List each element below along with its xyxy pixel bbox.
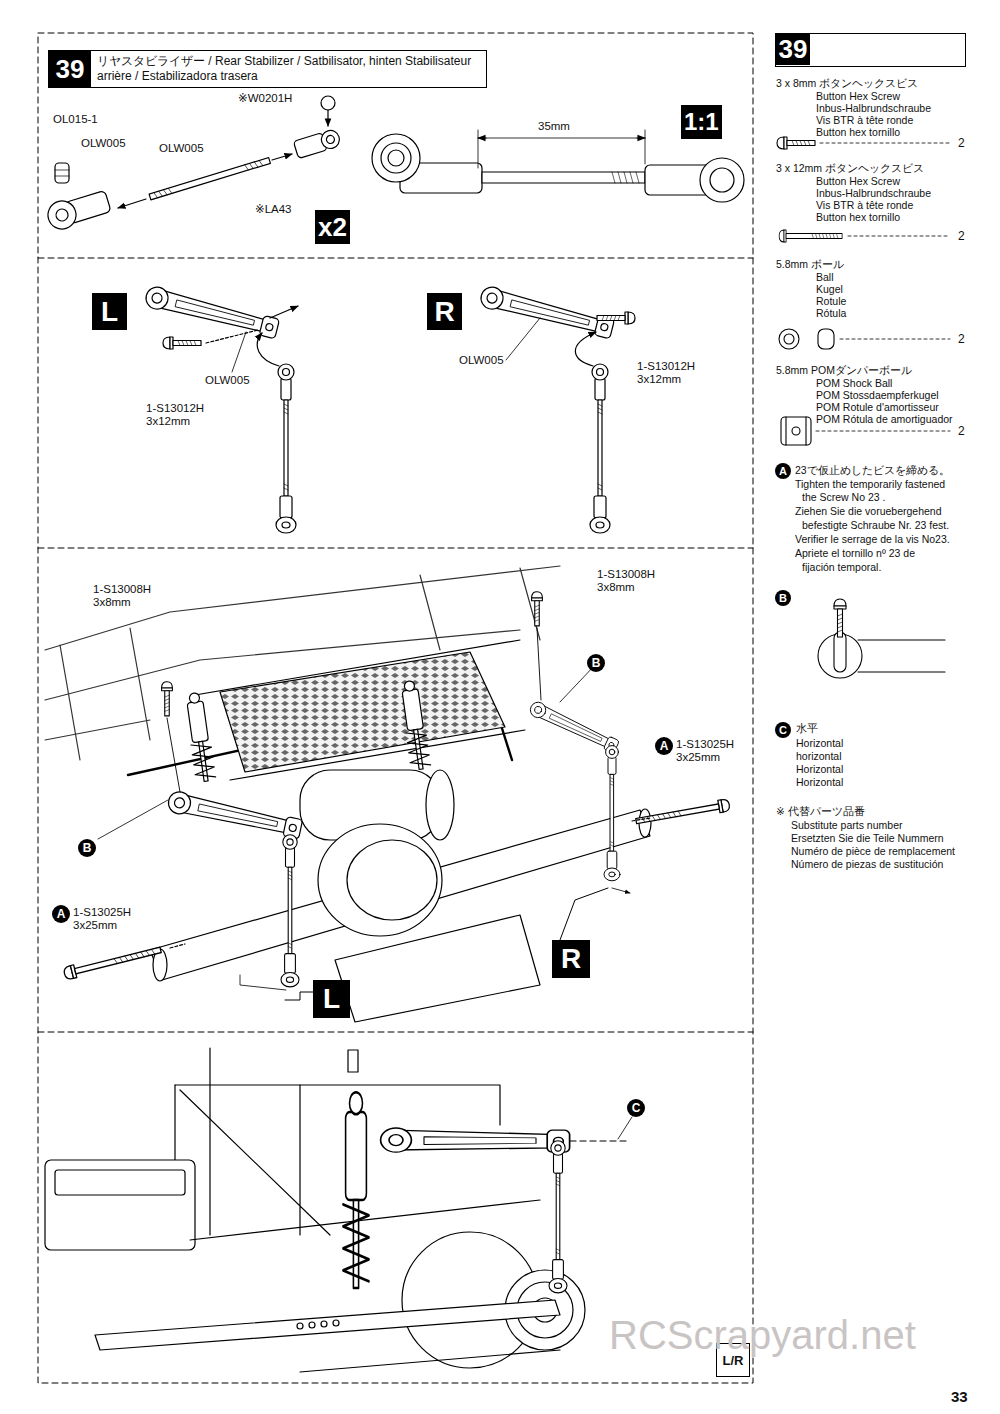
note: Ersetzten Sie die Teile Nummern — [790, 832, 945, 844]
right-col: 3 x 8mm ボタンヘックスビス — [775, 77, 919, 89]
right-col: POM Shock Ball — [815, 377, 893, 389]
callout-letter: C — [775, 722, 791, 738]
right-col: POM Rótula de amortiguador — [815, 413, 954, 425]
right-col: Button hex tornillo — [815, 211, 901, 223]
screw-code: 1-S13008H 3x8mm — [596, 568, 670, 594]
node-text: 39 — [776, 34, 810, 65]
right-col: 5.8mm POMダンパーボール — [775, 364, 913, 376]
note: Substitute parts number — [790, 819, 903, 831]
note: ※ 代替パーツ品番 — [775, 805, 866, 817]
right-col: 3 x 12mm ボタンヘックスビス — [775, 162, 925, 174]
node-text: A — [779, 465, 787, 477]
right-col: Inbus-Halbrundschraube — [815, 102, 932, 114]
right-col: Inbus-Halbrundschraube — [815, 187, 932, 199]
part-number: OL015-1 — [52, 113, 99, 126]
callout-letter: A — [775, 463, 791, 479]
note: Número de piezas de sustitución — [790, 858, 944, 870]
node-text: A — [660, 739, 669, 753]
node-text: C — [779, 724, 787, 736]
node-text: B — [83, 841, 92, 855]
note: 23で仮止めしたビスを締める。 — [794, 464, 951, 476]
side-badge: L — [313, 980, 350, 1018]
node-subtext: リヤスタビライザー / Rear Stabilizer / Satbilisat… — [91, 51, 483, 87]
note: Verifier le serrage de la vis No23. — [794, 533, 951, 545]
note: Tighten the temporarily fastened — [794, 478, 946, 490]
note: fijación temporal. — [801, 561, 882, 573]
screw-code: 1-S13012H 3x12mm — [636, 360, 710, 386]
note: Numéro de pièce de remplacement — [790, 845, 956, 857]
page-number: 33 — [950, 1388, 969, 1405]
note: 水平 — [795, 722, 819, 734]
right-col: Button Hex Screw — [815, 90, 901, 102]
part-number: ※LA43 — [254, 203, 293, 216]
right-col: Rotule — [815, 295, 847, 307]
screw-code: 1-S13008H 3x8mm — [92, 583, 166, 609]
node-text: x2 — [318, 212, 347, 243]
callout-letter: B — [78, 839, 96, 857]
quantity: 2 — [957, 332, 966, 346]
node-text: 39 — [49, 51, 91, 87]
note: Ziehen Sie die voruebergehend — [794, 505, 943, 517]
callout-letter: A — [655, 737, 673, 755]
quantity: 2 — [957, 229, 966, 243]
dimension: 35mm — [537, 120, 571, 133]
node-text: B — [779, 592, 787, 604]
watermark: RCScrapyard.net — [608, 1312, 917, 1358]
node-text: 1:1 — [684, 108, 719, 136]
quantity-badge: x2 — [315, 210, 350, 244]
step-title: 39リヤスタビライザー / Rear Stabilizer / Satbilis… — [48, 50, 487, 88]
note: Apriete el tornillo nº 23 de — [794, 547, 916, 559]
node-text: R — [434, 296, 454, 328]
note: Horizontal — [795, 737, 844, 749]
node-text: L — [323, 983, 340, 1015]
screw-code: 1-S13025H 3x25mm — [72, 906, 146, 932]
right-col: Kugel — [815, 283, 844, 295]
node-text: R — [561, 943, 581, 975]
node-text: L — [101, 296, 118, 328]
callout-letter: B — [587, 654, 605, 672]
side-badge: R — [552, 940, 590, 978]
node-text: A — [57, 907, 66, 921]
part-number: OLW005 — [158, 142, 205, 155]
note: Horizontal — [795, 763, 844, 775]
callout-letter: B — [775, 590, 791, 606]
quantity: 2 — [957, 136, 966, 150]
right-col: Ball — [815, 271, 835, 283]
screw-code: 1-S13025H 3x25mm — [675, 738, 749, 764]
right-col: Vis BTR à tête ronde — [815, 199, 914, 211]
right-col: Button Hex Screw — [815, 175, 901, 187]
note: the Screw No 23 . — [801, 491, 886, 503]
part-number: ※W0201H — [237, 92, 293, 105]
right-col: Rótula — [815, 307, 847, 319]
node-text: B — [592, 656, 601, 670]
right-col: POM Stossdaempferkugel — [815, 389, 940, 401]
parts-header: 39 — [775, 33, 966, 67]
node-text: C — [632, 1101, 641, 1115]
note: Horizontal — [795, 776, 844, 788]
note: horizontal — [795, 750, 843, 762]
part-number: OLW005 — [204, 374, 251, 387]
right-col: Vis BTR à tête ronde — [815, 114, 914, 126]
part-number: OLW005 — [458, 354, 505, 367]
screw-code: 1-S13012H 3x12mm — [145, 402, 219, 428]
callout-letter: C — [627, 1099, 645, 1117]
part-number: OLW005 — [80, 137, 127, 150]
note: befestigte Schraube Nr. 23 fest. — [801, 519, 950, 531]
side-badge: R — [427, 293, 462, 330]
right-col: Button hex tornillo — [815, 126, 901, 138]
side-badge: L — [92, 293, 127, 330]
right-col: 5.8mm ボール — [775, 258, 845, 270]
quantity: 2 — [957, 424, 966, 438]
callout-letter: A — [52, 905, 70, 923]
right-col: POM Rotule d'amortisseur — [815, 401, 940, 413]
scale-badge: 1:1 — [681, 105, 722, 139]
